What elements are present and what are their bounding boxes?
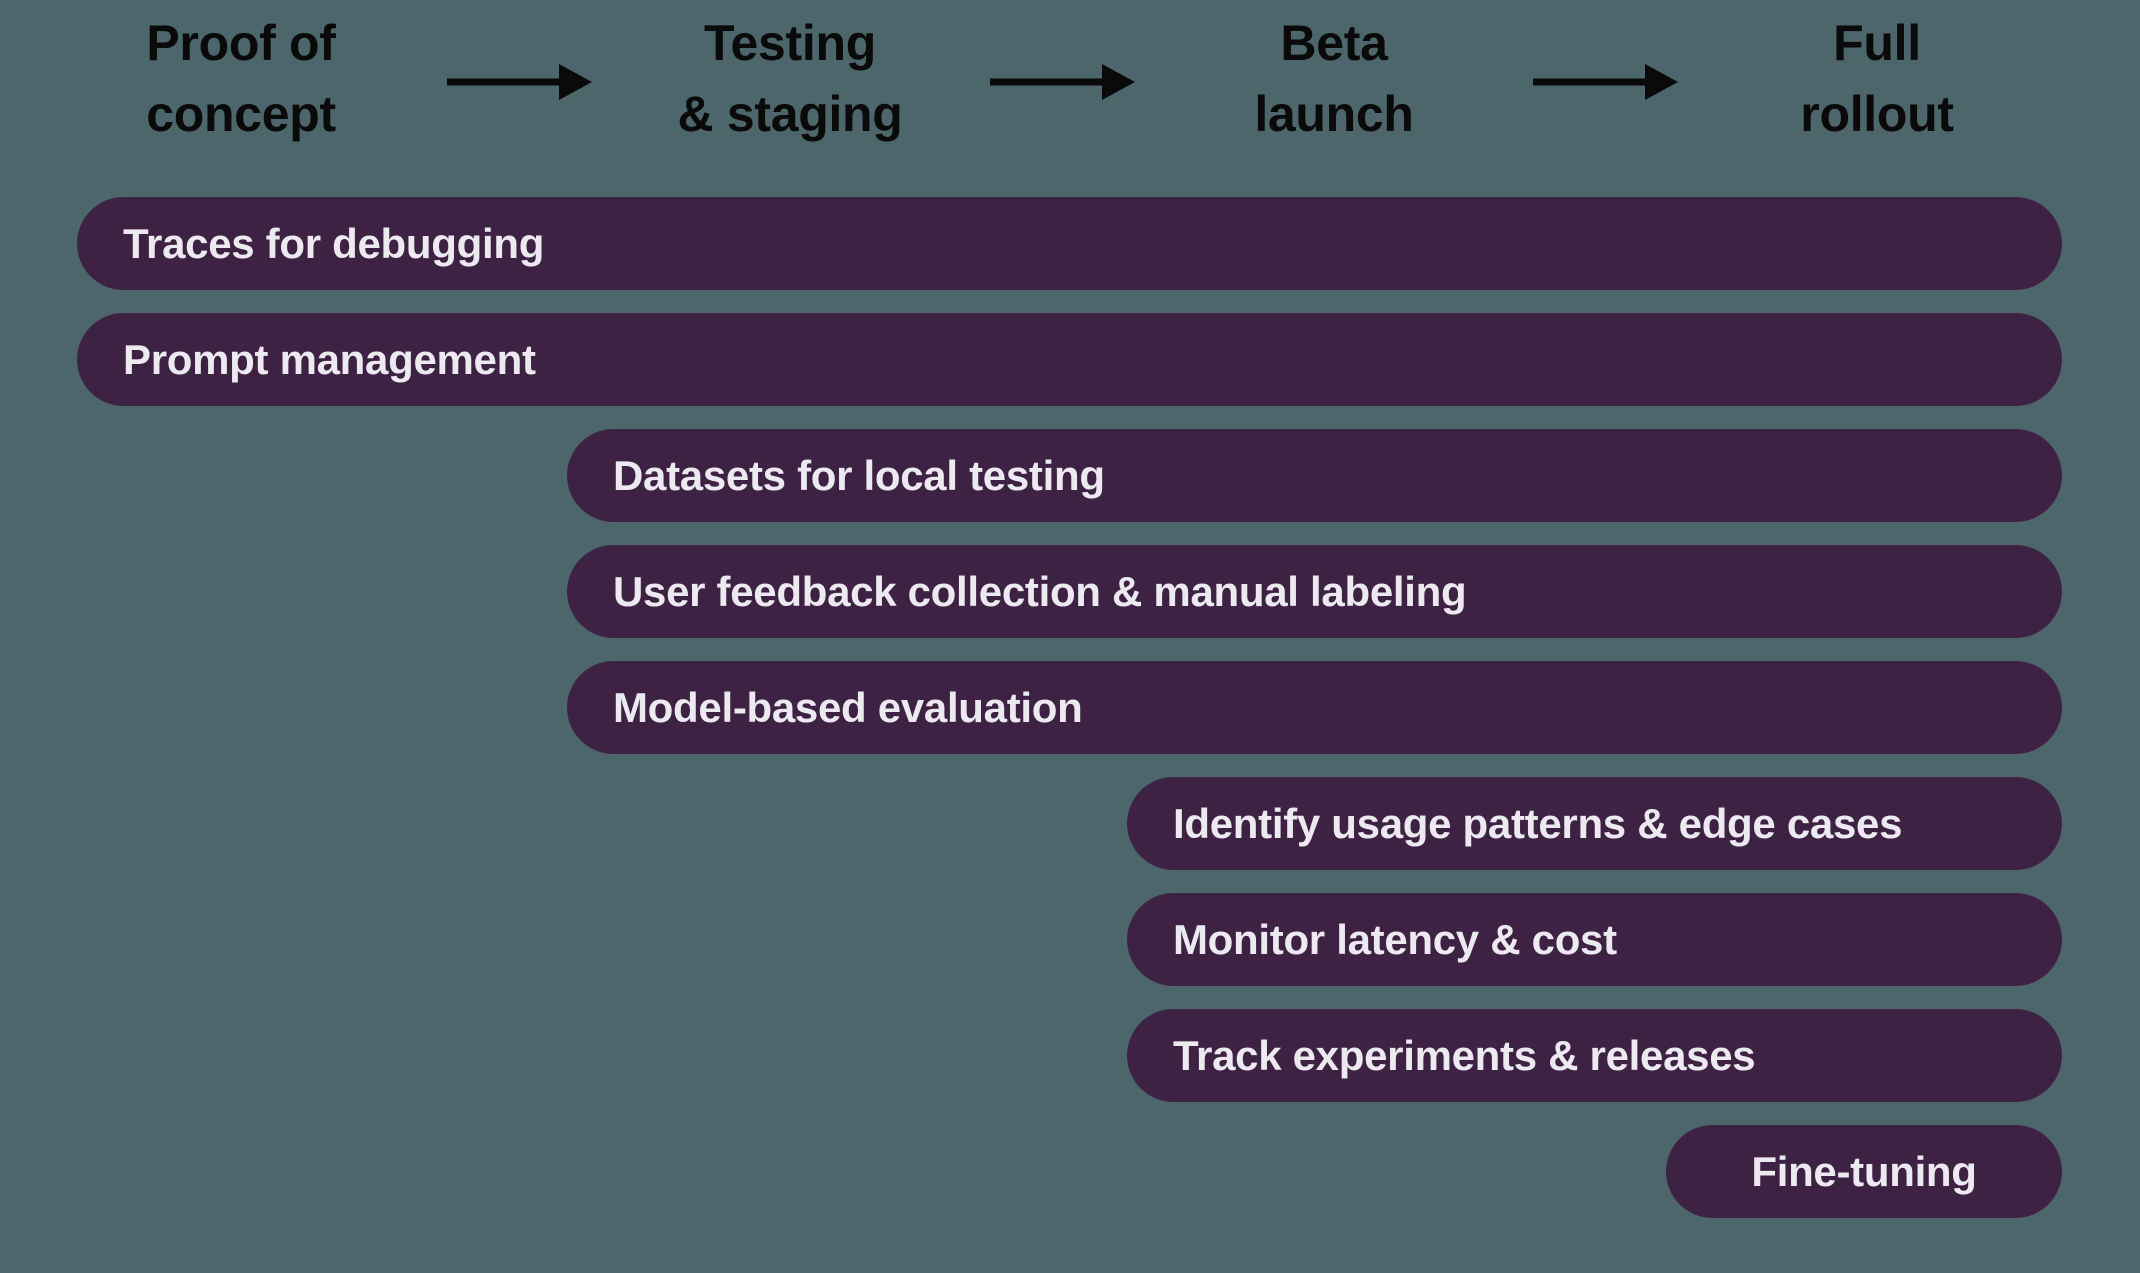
timeline-bar-label: Traces for debugging <box>123 220 545 267</box>
phase-label-line: rollout <box>1800 86 1954 142</box>
phase-header-proof-of-concept: Proof of concept <box>146 8 336 150</box>
timeline-bar-model-based-evaluation: Model-based evaluation <box>567 661 2062 754</box>
arrow-right-icon <box>447 64 592 100</box>
timeline-bar-label: Datasets for local testing <box>613 452 1105 499</box>
timeline-bar-label: User feedback collection & manual labeli… <box>613 568 1467 615</box>
phase-label-line: concept <box>146 86 336 142</box>
timeline-bar-label: Track experiments & releases <box>1173 1032 1756 1079</box>
phase-label-line: Proof of <box>146 15 336 71</box>
timeline-bar-label: Monitor latency & cost <box>1173 916 1617 963</box>
timeline-bar-datasets-for-local-testing: Datasets for local testing <box>567 429 2062 522</box>
phase-label-line: & staging <box>677 86 903 142</box>
timeline-bar-label: Identify usage patterns & edge cases <box>1173 800 1903 847</box>
phase-header-full-rollout: Full rollout <box>1800 8 1954 150</box>
timeline-bar-traces-for-debugging: Traces for debugging <box>77 197 2062 290</box>
timeline-bar-monitor-latency-cost: Monitor latency & cost <box>1127 893 2062 986</box>
timeline-bar-label: Model-based evaluation <box>613 684 1083 731</box>
timeline-bar-label: Fine-tuning <box>1751 1148 1977 1195</box>
timeline-bar-user-feedback-collection-manual-labeling: User feedback collection & manual labeli… <box>567 545 2062 638</box>
timeline-bar-prompt-management: Prompt management <box>77 313 2062 406</box>
phase-label-line: Testing <box>704 15 876 71</box>
arrow-right-icon <box>990 64 1135 100</box>
timeline-bar-identify-usage-patterns-edge-cases: Identify usage patterns & edge cases <box>1127 777 2062 870</box>
phase-label-line: Full <box>1833 15 1921 71</box>
arrow-right-icon <box>1533 64 1678 100</box>
timeline-bar-track-experiments-releases: Track experiments & releases <box>1127 1009 2062 1102</box>
phase-header-beta-launch: Beta launch <box>1254 8 1414 150</box>
timeline-bar-label: Prompt management <box>123 336 536 383</box>
timeline-bar-fine-tuning: Fine-tuning <box>1666 1125 2062 1218</box>
phase-header-testing-staging: Testing & staging <box>677 8 902 150</box>
phase-label-line: launch <box>1254 86 1414 142</box>
phase-label-line: Beta <box>1280 15 1388 71</box>
